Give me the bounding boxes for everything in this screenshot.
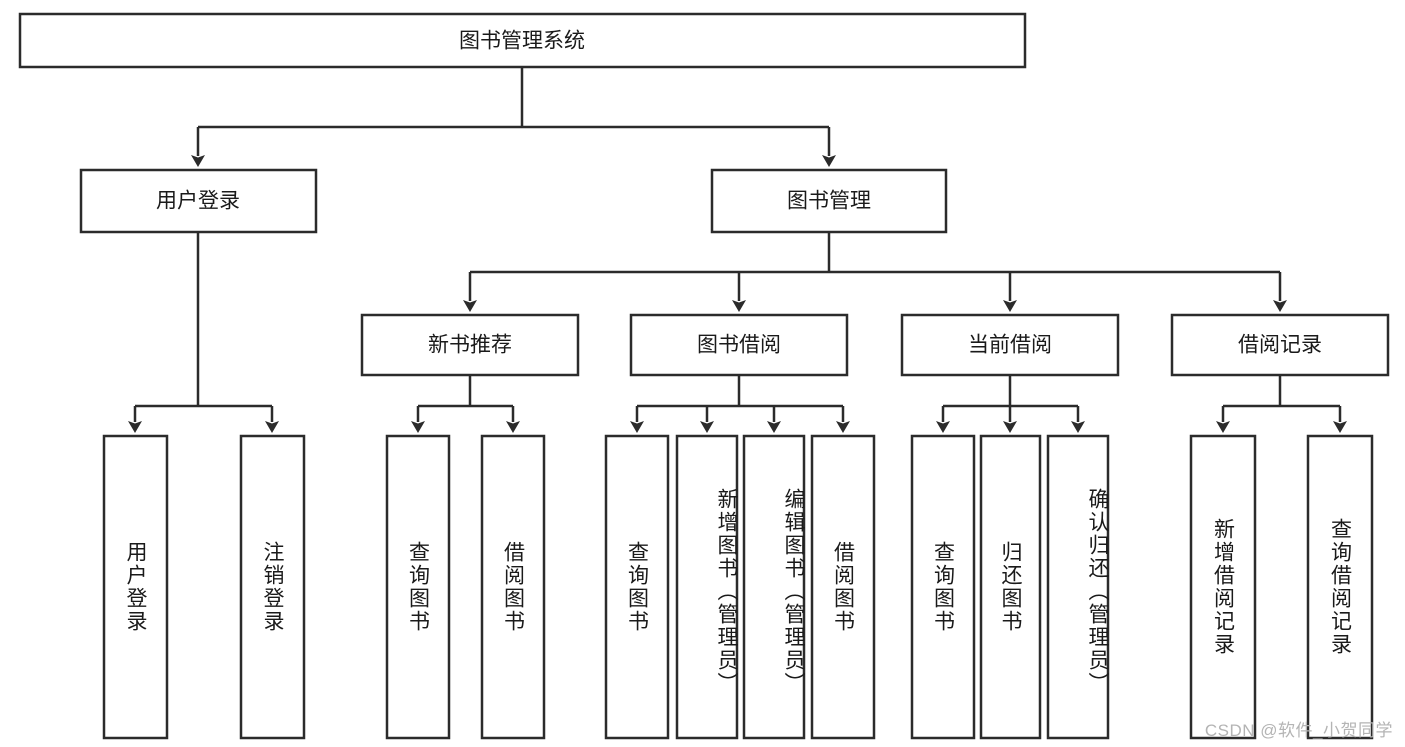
connector-borrowrecord-to-leaves	[1216, 375, 1347, 433]
node-new-book-recommend[interactable]: 新书推荐	[360, 313, 580, 377]
leaf-box-edit-book-admin[interactable]	[742, 434, 806, 740]
leaf-box-borrow-book-recommend[interactable]	[480, 434, 546, 740]
connector-bookmgmt-to-level3	[463, 232, 1287, 312]
connector-root-to-level2	[191, 67, 836, 167]
node-book-management-label: 图书管理	[787, 190, 871, 213]
leaf-box-borrow-book-borrow[interactable]	[810, 434, 876, 740]
leaf-box-user-login[interactable]	[102, 434, 169, 740]
leaf-box-query-borrow-record[interactable]	[1306, 434, 1374, 740]
leaf-box-add-book-admin[interactable]	[675, 434, 739, 740]
connector-userlogin-to-leaves	[128, 232, 279, 433]
watermark-text: CSDN @软件_小贺同学	[1204, 721, 1393, 740]
node-user-login-label: 用户登录	[156, 190, 240, 213]
connector-newbook-to-leaves	[411, 375, 520, 433]
node-borrow-record-label: 借阅记录	[1238, 334, 1322, 357]
leaf-box-query-book-current[interactable]	[910, 434, 976, 740]
node-root-system[interactable]: 图书管理系统	[18, 12, 1027, 69]
leaf-box-query-book-recommend[interactable]	[385, 434, 451, 740]
node-current-borrow-label: 当前借阅	[968, 334, 1052, 357]
node-book-borrow[interactable]: 图书借阅	[629, 313, 849, 377]
node-book-borrow-label: 图书借阅	[697, 334, 781, 357]
leaf-box-return-book[interactable]	[979, 434, 1042, 740]
node-book-management[interactable]: 图书管理	[710, 168, 948, 234]
connector-bookborrow-to-leaves	[630, 375, 850, 433]
node-borrow-record[interactable]: 借阅记录	[1170, 313, 1390, 377]
leaf-box-logout[interactable]	[239, 434, 306, 740]
connector-currentborrow-to-leaves	[936, 375, 1085, 433]
leaf-box-query-book-borrow[interactable]	[604, 434, 670, 740]
node-root-label: 图书管理系统	[459, 30, 585, 53]
leaf-box-confirm-return-admin[interactable]	[1046, 434, 1110, 740]
node-user-login[interactable]: 用户登录	[79, 168, 318, 234]
node-new-book-recommend-label: 新书推荐	[428, 334, 512, 357]
node-current-borrow[interactable]: 当前借阅	[900, 313, 1120, 377]
leaf-box-add-borrow-record[interactable]	[1189, 434, 1257, 740]
